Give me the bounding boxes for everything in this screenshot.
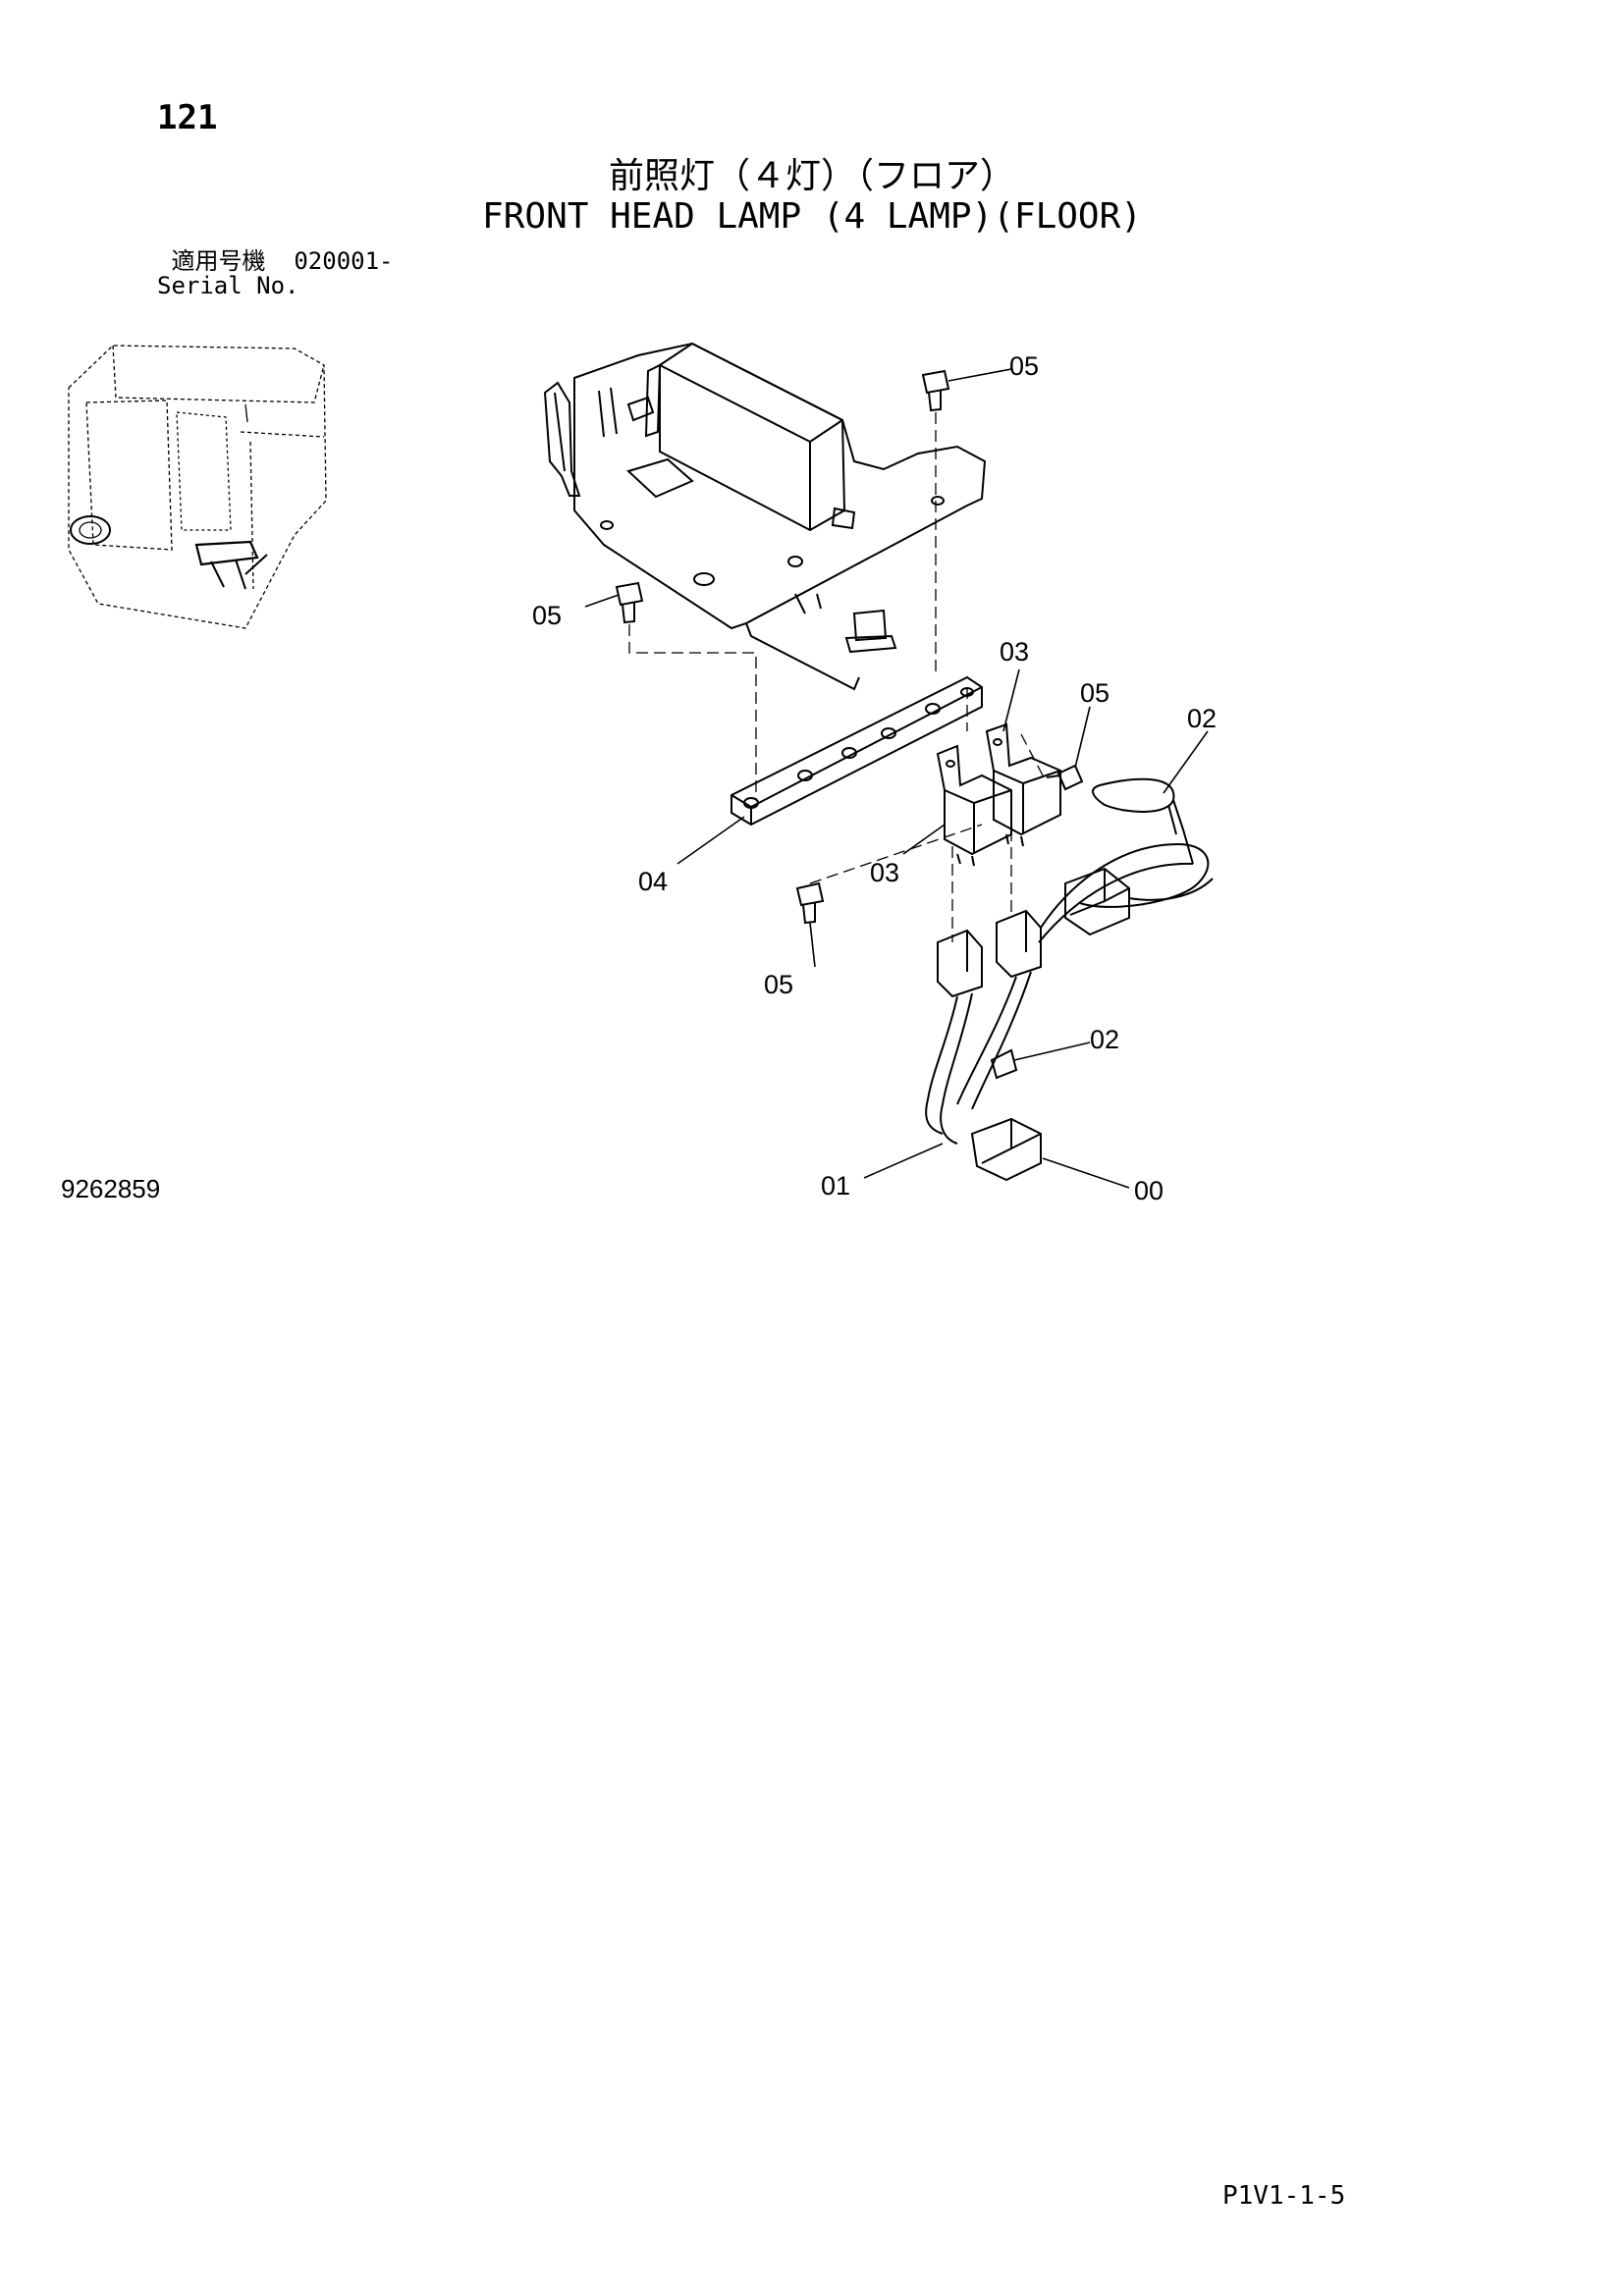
- callout-01: 01: [821, 1171, 850, 1201]
- footer-page-code: P1V1-1-5: [1222, 2181, 1346, 2211]
- page-number: 121: [157, 98, 218, 137]
- serial-block: 適用号機 020001- Serial No.: [157, 249, 394, 298]
- callout-02-upper: 02: [1187, 704, 1217, 733]
- bolts: [615, 369, 1084, 925]
- wire-harness: [925, 777, 1214, 1182]
- callout-04: 04: [638, 867, 668, 896]
- callout-05-top: 05: [1009, 351, 1039, 381]
- alignment-lines: [628, 412, 1044, 942]
- callout-03-lower: 03: [870, 858, 899, 887]
- callout-05-left: 05: [532, 601, 562, 630]
- serial-label-jp: 適用号機: [171, 247, 266, 275]
- drawing-number: 9262859: [61, 1174, 161, 1203]
- serial-label-en: Serial No.: [157, 272, 299, 299]
- leader-lines: [584, 368, 1209, 1189]
- callout-02-lower: 02: [1090, 1025, 1119, 1054]
- callout-03-upper: 03: [1000, 637, 1029, 667]
- cab-location-thumbnail: [68, 345, 327, 629]
- callout-05-mid: 05: [1080, 678, 1110, 708]
- relays: [936, 722, 1061, 867]
- title-japanese: 前照灯（４灯）（フロア）: [608, 156, 1015, 196]
- callout-labels: 05 05 03 05 02 04 03 05 02 01 00: [532, 351, 1217, 1205]
- callout-05-bottom: 05: [764, 970, 793, 999]
- callout-00: 00: [1134, 1176, 1164, 1205]
- serial-value: 020001-: [294, 247, 394, 275]
- title-english: FRONT HEAD LAMP (4 LAMP)(FLOOR): [482, 196, 1142, 237]
- mounting-bracket-plate: [543, 342, 987, 691]
- serial-line-jp: 適用号機 020001-: [157, 247, 394, 275]
